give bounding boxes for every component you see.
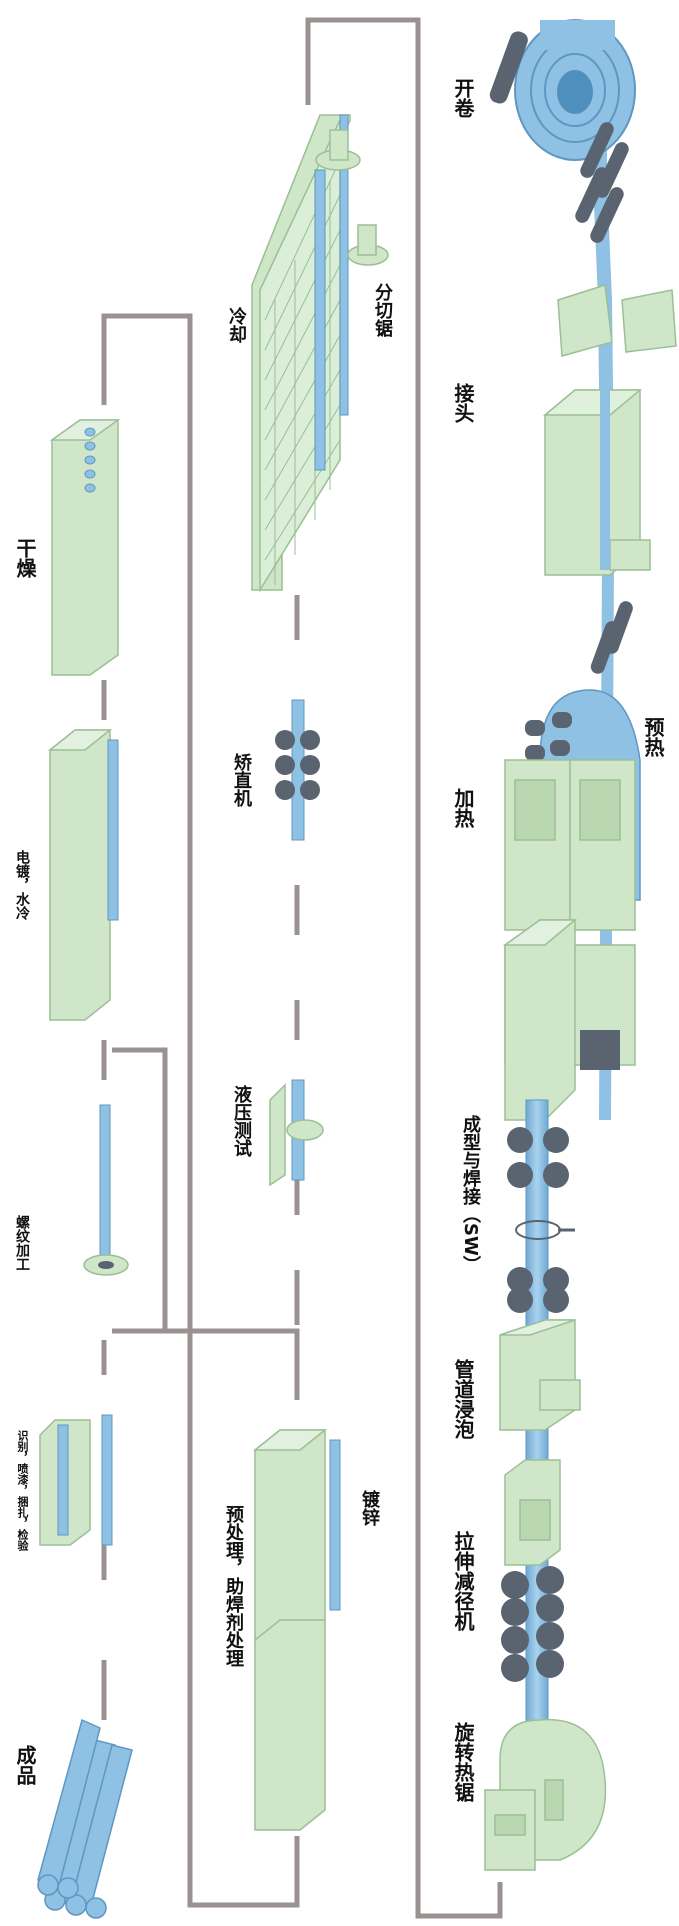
joint-plates (557, 284, 677, 357)
strip-rollers (575, 122, 629, 243)
rotary-hot-saw (484, 1718, 607, 1871)
label-drying: 干燥 (13, 538, 37, 578)
pipe-soak-tank (499, 1319, 581, 1431)
joint-rollers (590, 601, 633, 674)
label-straightener: 矫直机 (231, 753, 252, 807)
galvanizing-pipe (329, 1439, 341, 1611)
cooling-bed (251, 114, 351, 593)
label-cooling: 冷却 (226, 307, 247, 343)
connector-electroplating-to-threading (112, 1047, 168, 1331)
label-pipe-soak: 管道浸泡 (451, 1359, 475, 1439)
flow-lines (101, 17, 503, 1919)
label-preheat: 预热 (641, 717, 665, 757)
cutting-saws (315, 129, 389, 266)
label-hydro-test: 液压测试 (231, 1085, 252, 1157)
connector-rotary-saw-to-cutting-saw (305, 17, 503, 1919)
label-rotary-hot-saw: 旋转热锯 (451, 1722, 475, 1802)
threading-machine (83, 1104, 129, 1276)
label-heating: 加热 (451, 788, 475, 828)
joint-machine (542, 389, 651, 576)
label-threading: 螺纹加工 (14, 1215, 30, 1271)
forming-welding-machine (502, 919, 578, 1121)
dryer-machine (49, 419, 121, 676)
unwind-coil (489, 19, 636, 161)
connector-branch-to-galvanizing (112, 1328, 300, 1400)
label-pretreatment: 预处理，助焊剂处理 (223, 1505, 244, 1667)
joint-strip (600, 380, 610, 570)
label-joint: 接头 (451, 383, 475, 423)
finished-pipe-bundle (37, 1718, 133, 1919)
label-unwind: 开卷 (451, 78, 475, 118)
label-electroplating: 电镀，水冷 (14, 850, 30, 920)
label-marking-inspection: 识别，喷漆，捆扎，检验 (16, 1430, 29, 1551)
dryer-holes (84, 427, 96, 493)
galvanizing-tanks (252, 1429, 328, 1831)
electroplating-tank (47, 729, 119, 1021)
label-forming-welding: 成型与焊接（SW） (460, 1115, 481, 1274)
label-galvanizing: 镀锌 (359, 1490, 380, 1526)
label-cutting-saw: 分切锯 (372, 283, 393, 337)
straightener (275, 699, 320, 841)
forming-rollers (507, 1127, 569, 1313)
label-stretch-reducer: 拉伸减径机 (451, 1531, 475, 1631)
stretch-reducer (501, 1459, 564, 1682)
hydro-test-machine (269, 1079, 324, 1187)
marking-inspection-station (39, 1414, 113, 1546)
label-finished: 成品 (13, 1745, 37, 1785)
